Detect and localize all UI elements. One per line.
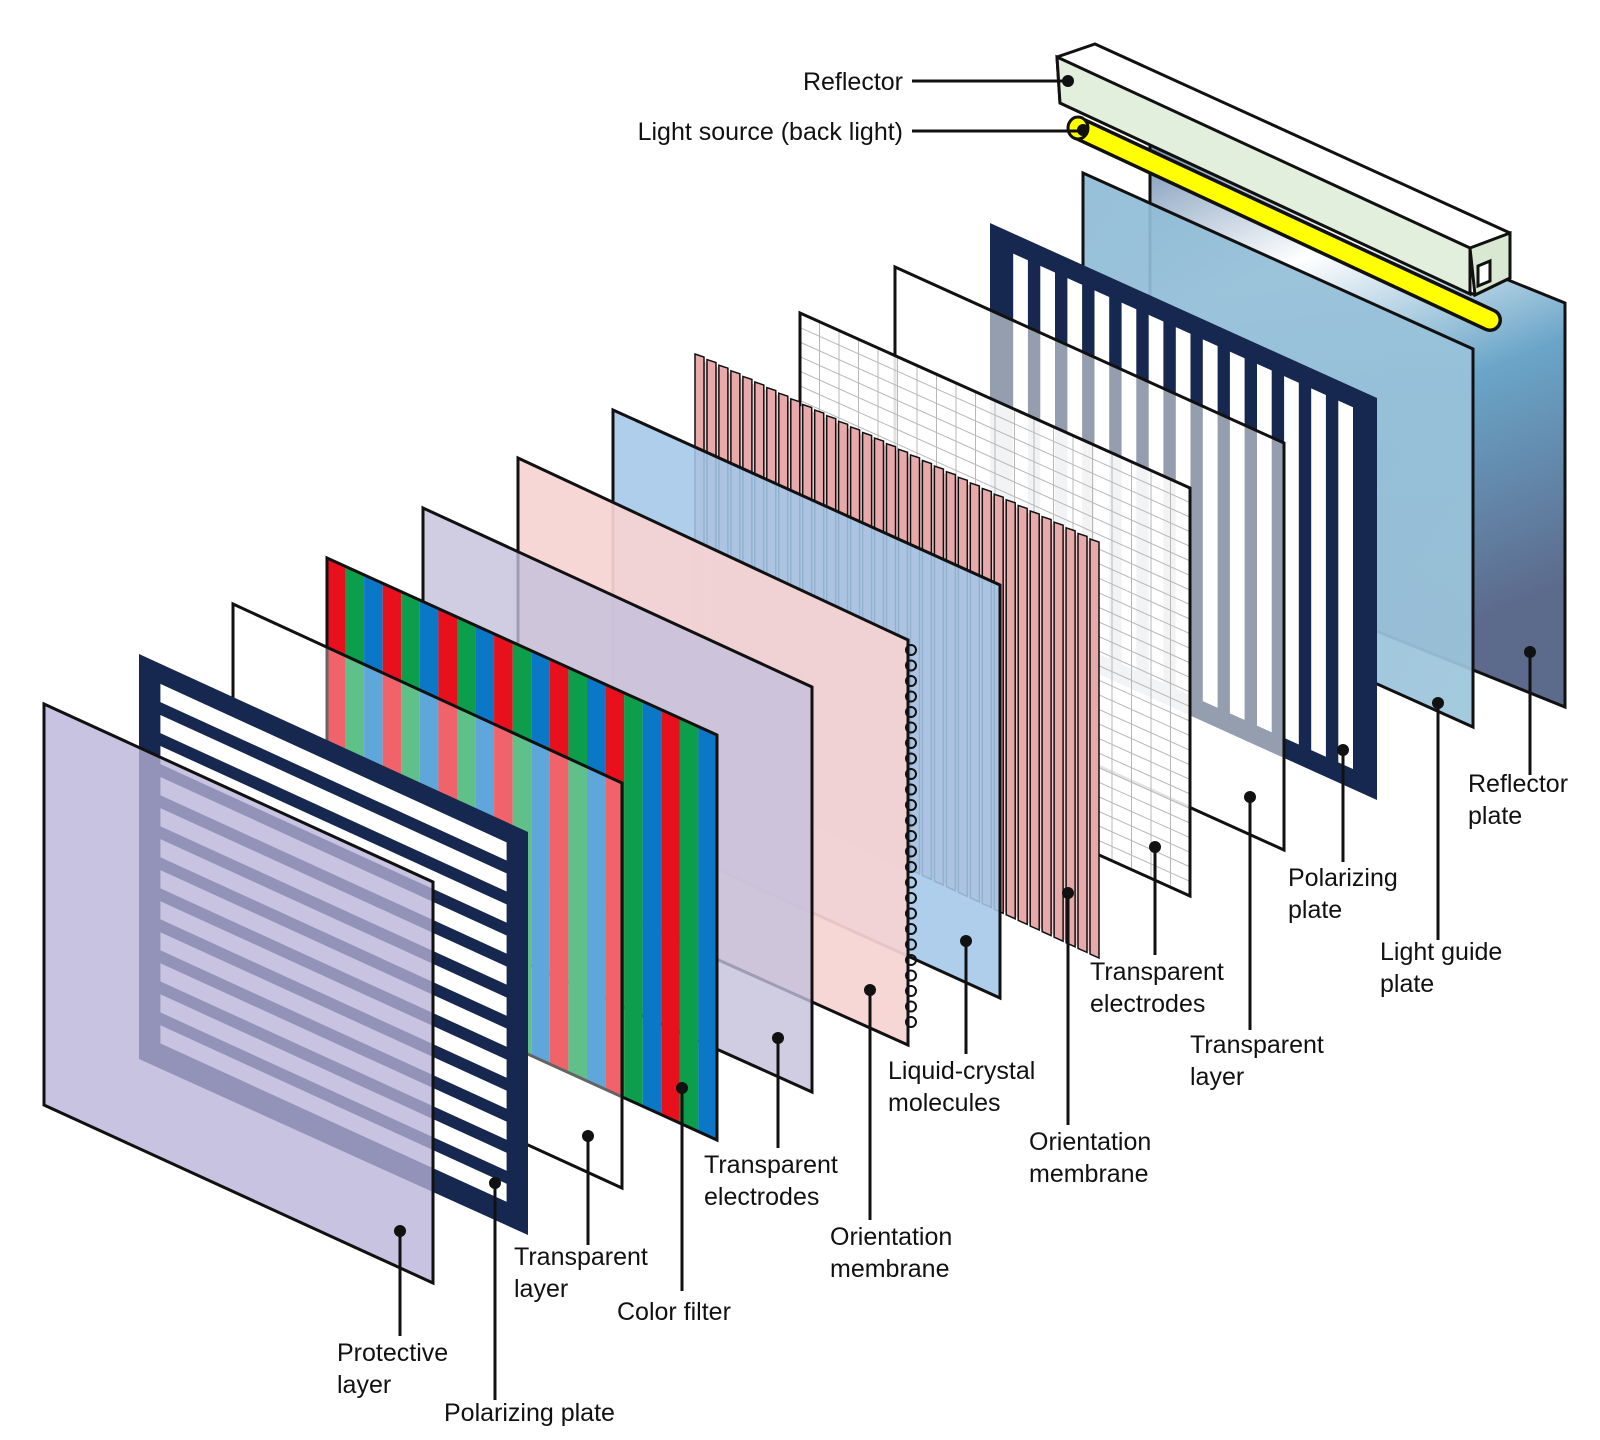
label-transparent-electrodes-back: Transparent electrodes (1090, 958, 1231, 1018)
label-liquid-crystal-molecules: Liquid-crystal molecules (888, 1057, 1042, 1117)
color-stripe-icon (661, 709, 680, 1124)
color-stripe-icon (531, 650, 550, 1065)
label-color-filter: Color filter (617, 1298, 731, 1326)
color-stripe-icon (587, 676, 606, 1090)
label-reflector-plate: Reflector plate (1468, 770, 1575, 830)
protective-layer-panel (42, 701, 435, 1286)
label-transparent-layer-front: Transparent layer (514, 1243, 655, 1303)
layers-stack (42, 42, 1567, 1286)
label-orientation-membrane-back: Orientation membrane (1029, 1128, 1158, 1188)
color-stripe-icon (642, 701, 662, 1115)
label-transparent-electrodes-front: Transparent electrodes (704, 1151, 845, 1211)
label-light-source: Light source (back light) (638, 118, 903, 146)
label-polarizing-plate-front: Polarizing plate (444, 1399, 615, 1427)
labels: Reflector Light source (back light) Refl… (337, 68, 1575, 1427)
label-orientation-membrane-front: Orientation membrane (830, 1223, 959, 1283)
color-stripe-icon (605, 684, 625, 1098)
color-stripe-icon (549, 659, 569, 1073)
label-transparent-layer-back: Transparent layer (1190, 1031, 1331, 1091)
label-light-guide-plate: Light guide plate (1380, 938, 1509, 998)
color-stripe-icon (679, 718, 699, 1132)
label-protective-layer: Protective layer (337, 1339, 455, 1399)
color-stripe-icon (624, 692, 643, 1107)
color-stripe-icon (568, 667, 587, 1081)
label-reflector: Reflector (803, 68, 903, 96)
reflector-housing-icon (1055, 42, 1512, 298)
color-stripe-icon (698, 726, 717, 1140)
label-polarizing-plate-back: Polarizing plate (1288, 864, 1405, 924)
leader-lines (394, 75, 1536, 1400)
